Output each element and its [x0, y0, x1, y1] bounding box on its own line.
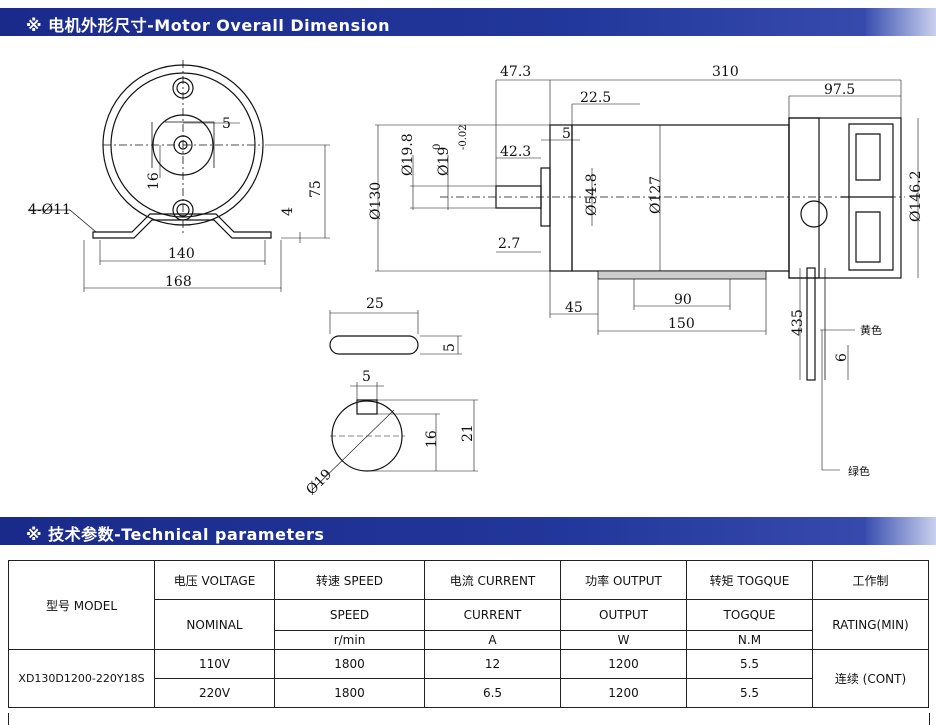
dim-side-2-7: 2.7	[498, 236, 520, 252]
dim-side-phi54-8: Ø54.8	[584, 173, 600, 216]
shaft-section-view	[311, 382, 478, 491]
unit-output: W	[560, 630, 687, 650]
dim-shaft-5: 5	[362, 369, 371, 385]
model-name: XD130D1200-220Y18S	[8, 649, 155, 708]
table-header-row: 型号 MODEL 电压 VOLTAGE 转速 SPEED 电流 CURRENT …	[8, 560, 929, 650]
unit-speed: r/min	[274, 630, 425, 650]
row2-voltage: 220V	[154, 678, 275, 708]
row1-speed: 1800	[274, 649, 425, 679]
subheader-output: OUTPUT	[560, 599, 687, 631]
dim-front-hole: 4-Ø11	[28, 202, 71, 218]
row2-torque: 5.5	[686, 678, 813, 708]
dim-front-4: 4	[280, 207, 296, 216]
dim-side-97-5: 97.5	[824, 82, 855, 98]
wire-green-label: 绿色	[848, 464, 870, 478]
subheader-nominal: NOMINAL	[154, 599, 275, 650]
dim-shaft-21: 21	[460, 424, 476, 442]
header-voltage: 电压 VOLTAGE	[154, 560, 275, 600]
dim-front-75: 75	[308, 180, 324, 198]
table-continuation	[8, 713, 930, 725]
dimension-section-banner: ※ 电机外形尺寸-Motor Overall Dimension	[0, 8, 936, 36]
rating-value: 连续 (CONT)	[812, 649, 929, 708]
banner-fade	[866, 8, 936, 36]
subheader-speed: SPEED	[274, 599, 425, 631]
dim-side-6: 6	[834, 353, 850, 362]
front-view	[28, 60, 330, 292]
header-rating: 工作制	[812, 560, 929, 600]
dim-front-168: 168	[165, 274, 192, 290]
params-section-banner: ※ 技术参数-Technical parameters	[0, 517, 936, 545]
header-speed: 转速 SPEED	[274, 560, 425, 600]
dim-shaft-16: 16	[424, 430, 440, 448]
header-output: 功率 OUTPUT	[560, 560, 687, 600]
banner-fade	[866, 517, 936, 545]
dim-side-phi19: Ø19	[436, 147, 452, 176]
row2-current: 6.5	[424, 678, 561, 708]
subheader-torque: TOGQUE	[686, 599, 813, 631]
dim-side-phi130: Ø130	[368, 182, 384, 220]
dim-side-phi146-2: Ø146.2	[908, 170, 924, 222]
dim-side-45: 45	[565, 300, 583, 316]
header-torque: 转矩 TOGQUE	[686, 560, 813, 600]
subheader-current: CURRENT	[424, 599, 561, 631]
dim-side-90: 90	[674, 292, 692, 308]
row1-output: 1200	[560, 649, 687, 679]
dim-front-5: 5	[222, 116, 231, 132]
row2-speed: 1800	[274, 678, 425, 708]
table-row: XD130D1200-220Y18S 110V 1800 12 1200 5.5…	[8, 649, 929, 708]
dim-side-150: 150	[668, 316, 695, 332]
wire-yellow-label: 黄色	[860, 323, 882, 337]
dim-side-310: 310	[712, 64, 739, 80]
dim-side-42-3: 42.3	[500, 144, 531, 160]
unit-torque: N.M	[686, 630, 813, 650]
row1-torque: 5.5	[686, 649, 813, 679]
dim-side-22-5: 22.5	[580, 90, 611, 106]
dimension-section-title: ※ 电机外形尺寸-Motor Overall Dimension	[26, 16, 390, 35]
technical-parameters-table: 型号 MODEL 电压 VOLTAGE 转速 SPEED 电流 CURRENT …	[8, 560, 929, 708]
dim-side-phi19-8: Ø19.8	[400, 133, 416, 176]
params-section-title: ※ 技术参数-Technical parameters	[26, 525, 325, 544]
dim-side-435: 435	[790, 309, 806, 336]
row2-output: 1200	[560, 678, 687, 708]
dim-side-tol-lower: -0.02	[458, 124, 469, 150]
header-current: 电流 CURRENT	[424, 560, 561, 600]
dim-shaft-phi19: Ø19	[303, 466, 335, 498]
row1-current: 12	[424, 649, 561, 679]
header-model: 型号 MODEL	[8, 560, 155, 650]
table-row: 220V 1800 6.5 1200 5.5	[9, 678, 929, 708]
dim-key-25: 25	[366, 296, 384, 312]
key-view	[329, 310, 462, 355]
dim-side-5: 5	[562, 126, 571, 142]
dim-side-phi127: Ø127	[648, 176, 664, 214]
motor-dimension-drawing: 5 16 75 4 140 168 4-Ø11 47.3 310 97.5 22…	[28, 60, 924, 498]
side-view	[375, 79, 919, 471]
dim-front-16: 16	[146, 172, 162, 190]
unit-current: A	[424, 630, 561, 650]
dim-side-tol-upper: 0	[432, 144, 443, 150]
row1-voltage: 110V	[154, 649, 275, 679]
dim-front-140: 140	[168, 246, 195, 262]
dim-key-5: 5	[442, 343, 458, 352]
dim-side-47-3: 47.3	[500, 64, 531, 80]
subheader-rating: RATING(MIN)	[812, 599, 929, 650]
